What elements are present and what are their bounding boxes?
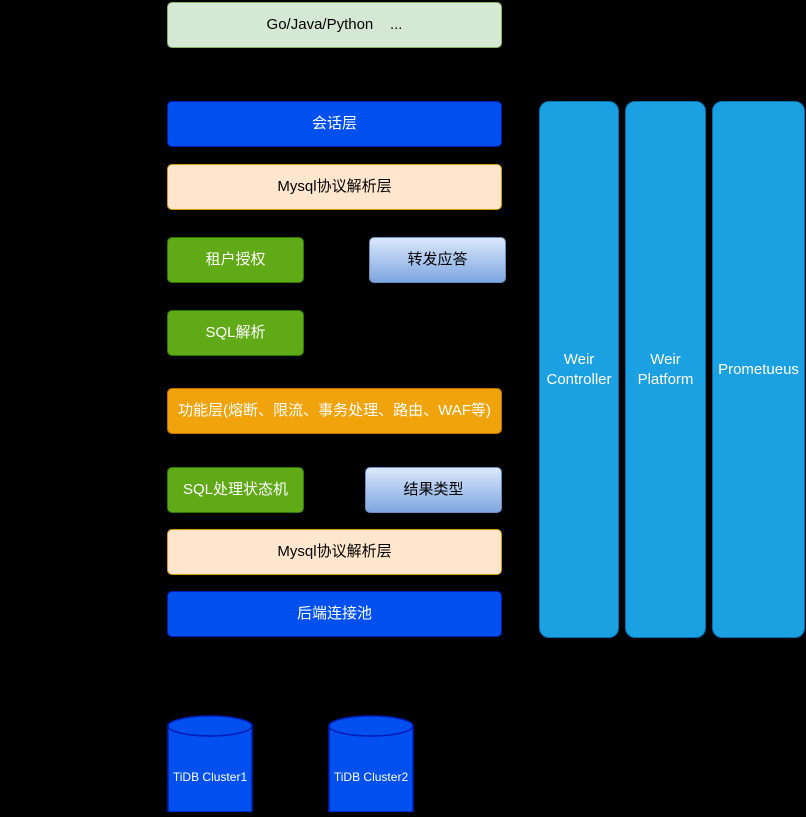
mysql-protocol-bottom-box: Mysql协议解析层 [167, 529, 502, 575]
client-languages-box: Go/Java/Python ... [167, 2, 502, 48]
forward-response-label: 转发应答 [407, 251, 468, 268]
session-layer-label: 会话层 [311, 115, 357, 132]
prometheus-panel: Prometueus [712, 101, 805, 638]
backend-pool-box: 后端连接池 [167, 591, 502, 637]
function-layer-label: 功能层(熔断、限流、事务处理、路由、WAF等) [178, 402, 491, 419]
tidb-cluster1-cylinder: TiDB Cluster1 [166, 714, 254, 813]
prometheus-label: Prometueus [718, 360, 799, 378]
forward-response-box: 转发应答 [369, 237, 506, 283]
weir-platform-panel: Weir Platform [625, 101, 706, 638]
mysql-protocol-top-box: Mysql协议解析层 [167, 164, 502, 210]
tidb-cluster2-label: TiDB Cluster2 [333, 770, 409, 784]
tenant-auth-box: 租户授权 [167, 237, 304, 283]
sql-state-machine-box: SQL处理状态机 [167, 467, 304, 513]
mysql-protocol-bottom-label: Mysql协议解析层 [277, 543, 392, 560]
function-layer-box: 功能层(熔断、限流、事务处理、路由、WAF等) [167, 388, 502, 434]
sql-parse-box: SQL解析 [167, 310, 304, 356]
tidb-cluster2-cylinder: TiDB Cluster2 [327, 714, 415, 813]
cylinder-shape [167, 715, 253, 813]
weir-controller-label: Weir Controller [546, 350, 612, 388]
client-languages-label: Go/Java/Python ... [266, 16, 403, 33]
tenant-auth-label: 租户授权 [205, 251, 266, 268]
tidb-cluster1-label: TiDB Cluster1 [172, 770, 248, 784]
backend-pool-label: 后端连接池 [296, 605, 372, 622]
result-type-label: 结果类型 [403, 481, 464, 498]
cylinder-shape [328, 715, 414, 813]
result-type-box: 结果类型 [365, 467, 502, 513]
weir-controller-panel: Weir Controller [539, 101, 619, 638]
sql-state-machine-label: SQL处理状态机 [182, 481, 288, 498]
sql-parse-label: SQL解析 [205, 324, 266, 341]
session-layer-box: 会话层 [167, 101, 502, 147]
weir-platform-label: Weir Platform [637, 350, 694, 388]
mysql-protocol-top-label: Mysql协议解析层 [277, 178, 392, 195]
